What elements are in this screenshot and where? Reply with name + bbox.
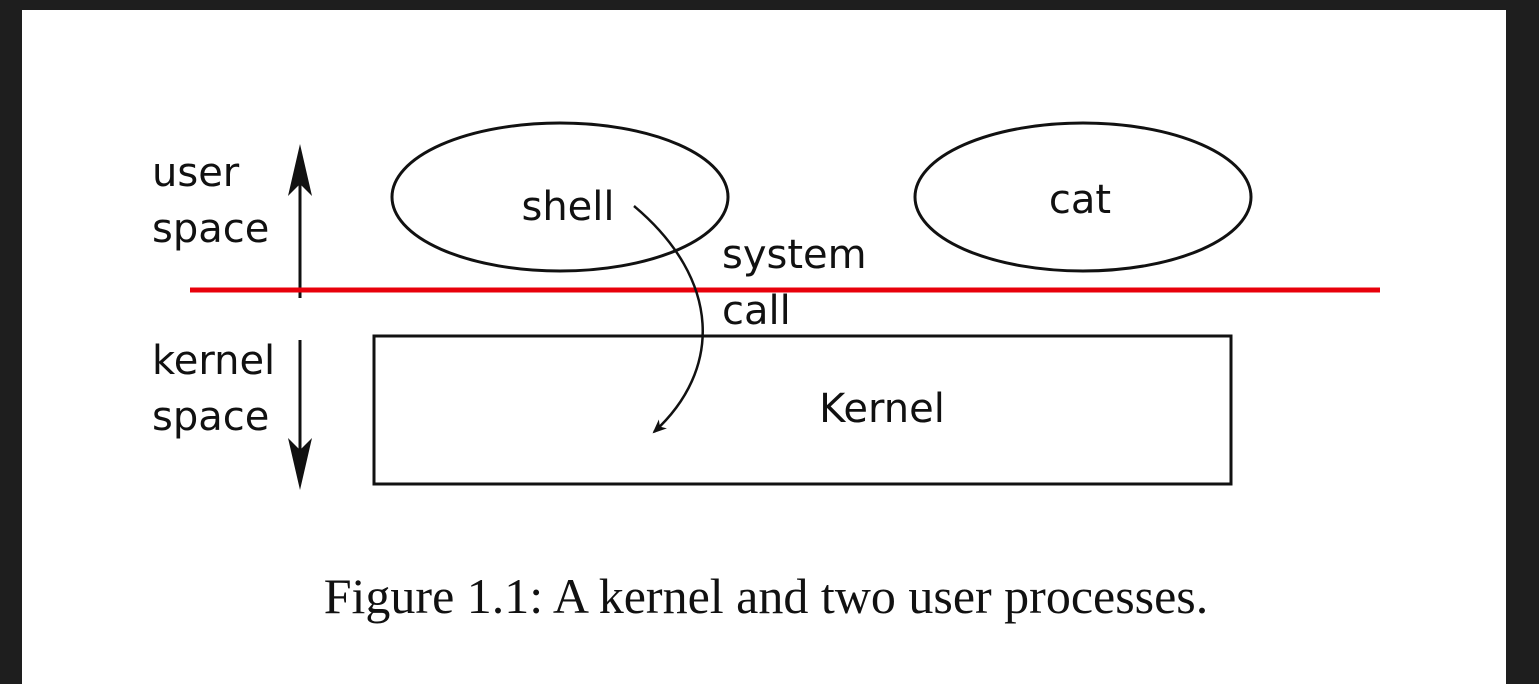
user-space-label-line2: space [152, 206, 269, 252]
shell-label: shell [521, 184, 614, 230]
figure-page: user space kernel space shell cat Kernel… [22, 10, 1506, 684]
system-call-label-line2: call [722, 288, 791, 334]
user-space-label-line1: user [152, 150, 240, 196]
cat-process: cat [913, 121, 1253, 273]
system-call-label-line1: system [722, 232, 867, 278]
kernel-space-label-line2: space [152, 394, 269, 440]
kernel-space-label-line1: kernel [152, 338, 275, 384]
kernel-label: Kernel [819, 386, 945, 432]
kernel-box: Kernel [372, 334, 1233, 486]
kernel-space-arrow [288, 340, 312, 490]
system-call-arrow [633, 205, 704, 434]
user-space-arrow [288, 144, 312, 298]
cat-label: cat [1049, 177, 1111, 223]
shell-process: shell [390, 121, 730, 273]
kernel-user-diagram: user space kernel space shell cat Kernel… [152, 121, 1380, 624]
figure-caption: Figure 1.1: A kernel and two user proces… [324, 568, 1209, 624]
